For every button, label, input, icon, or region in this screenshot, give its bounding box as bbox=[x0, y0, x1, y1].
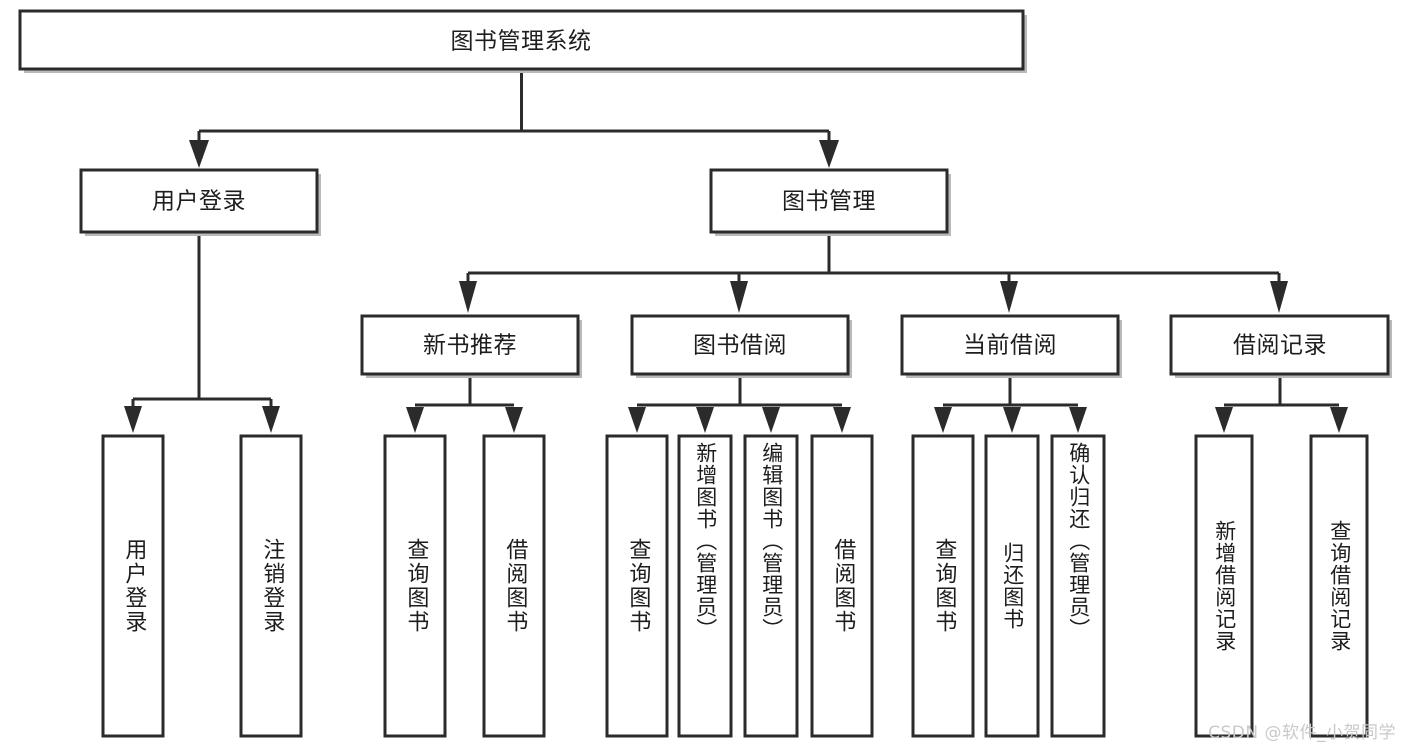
node-book-management-label: 图书管理 bbox=[782, 189, 876, 215]
node-user-login-label: 用户登录 bbox=[152, 189, 246, 215]
arrow-head-leaf-logout bbox=[262, 406, 280, 433]
arrow-head-new-book-recommend bbox=[459, 281, 477, 313]
connector-group-current-borrow bbox=[934, 374, 1087, 433]
node-new-book-recommend[interactable]: 新书推荐 bbox=[360, 314, 582, 378]
node-current-borrow[interactable]: 当前借阅 bbox=[900, 314, 1122, 378]
node-root-rect[interactable] bbox=[18, 9, 1025, 71]
arrow-head-leaf-add-borrow-record bbox=[1215, 407, 1233, 433]
arrow-head-leaf-return-book bbox=[1003, 407, 1021, 433]
node-new-book-recommend-rect[interactable] bbox=[360, 314, 580, 376]
node-leaf-query-book-borrow-rect[interactable] bbox=[605, 434, 669, 738]
arrow-head-book-management bbox=[819, 140, 839, 168]
connector-group-root bbox=[189, 69, 839, 168]
arrow-head-leaf-confirm-return-admin bbox=[1069, 407, 1087, 433]
arrow-head-user-login bbox=[189, 140, 209, 168]
connector-group-book-management bbox=[459, 232, 1288, 313]
arrow-head-leaf-add-book-admin bbox=[696, 407, 714, 433]
node-leaf-return-book-rect[interactable] bbox=[984, 434, 1040, 738]
node-book-borrow[interactable]: 图书借阅 bbox=[630, 314, 852, 378]
node-leaf-query-borrow-record-rect[interactable] bbox=[1309, 434, 1369, 738]
node-user-login[interactable]: 用户登录 bbox=[79, 168, 321, 236]
connector-group-book-borrow bbox=[628, 374, 851, 433]
arrow-head-leaf-borrow-book-recommend bbox=[505, 407, 523, 433]
arrow-head-borrow-record bbox=[1270, 281, 1288, 313]
arrow-head-leaf-query-book-current bbox=[934, 407, 952, 433]
connector-group-borrow-record bbox=[1215, 374, 1348, 433]
node-leaf-borrow-book-recommend-rect[interactable] bbox=[482, 434, 546, 738]
node-borrow-record-label: 借阅记录 bbox=[1233, 333, 1327, 359]
node-root-label: 图书管理系统 bbox=[451, 29, 592, 55]
connector-group-new-book-recommend bbox=[406, 374, 523, 433]
node-leaf-confirm-return-admin-rect[interactable] bbox=[1050, 434, 1106, 738]
arrow-head-book-borrow bbox=[730, 281, 748, 313]
arrow-head-leaf-user-login bbox=[124, 406, 142, 433]
node-new-book-recommend-label: 新书推荐 bbox=[423, 333, 517, 359]
arrow-head-leaf-query-book-recommend bbox=[406, 407, 424, 433]
node-user-login-rect[interactable] bbox=[79, 168, 319, 234]
node-leaf-edit-book-admin-rect[interactable] bbox=[743, 434, 799, 738]
node-borrow-record-rect[interactable] bbox=[1169, 314, 1390, 376]
node-current-borrow-label: 当前借阅 bbox=[963, 333, 1057, 359]
node-leaf-add-book-admin-rect[interactable] bbox=[677, 434, 733, 738]
node-book-management-rect[interactable] bbox=[709, 168, 949, 234]
arrow-head-leaf-query-book-borrow bbox=[628, 407, 646, 433]
arrow-head-leaf-borrow-book bbox=[833, 407, 851, 433]
arrow-head-leaf-edit-book-admin bbox=[762, 407, 780, 433]
node-current-borrow-rect[interactable] bbox=[900, 314, 1120, 376]
node-book-borrow-label: 图书借阅 bbox=[693, 333, 787, 359]
node-book-borrow-rect[interactable] bbox=[630, 314, 850, 376]
node-borrow-record[interactable]: 借阅记录 bbox=[1169, 314, 1392, 378]
node-leaf-query-book-current-rect[interactable] bbox=[911, 434, 975, 738]
leaf-box-group bbox=[101, 434, 1369, 738]
csdn-watermark: CSDN @软件_小贺同学 bbox=[1208, 723, 1396, 743]
node-leaf-query-book-recommend-rect[interactable] bbox=[383, 434, 447, 738]
node-leaf-add-borrow-record-rect[interactable] bbox=[1194, 434, 1254, 738]
node-leaf-logout-rect[interactable] bbox=[239, 434, 303, 738]
connector-group-user-login bbox=[124, 232, 280, 433]
node-leaf-borrow-book-rect[interactable] bbox=[810, 434, 874, 738]
arrow-head-current-borrow bbox=[1000, 281, 1018, 313]
node-root[interactable]: 图书管理系统 bbox=[18, 9, 1027, 73]
node-book-management[interactable]: 图书管理 bbox=[709, 168, 951, 236]
node-leaf-user-login-rect[interactable] bbox=[101, 434, 165, 738]
arrow-head-leaf-query-borrow-record bbox=[1330, 407, 1348, 433]
